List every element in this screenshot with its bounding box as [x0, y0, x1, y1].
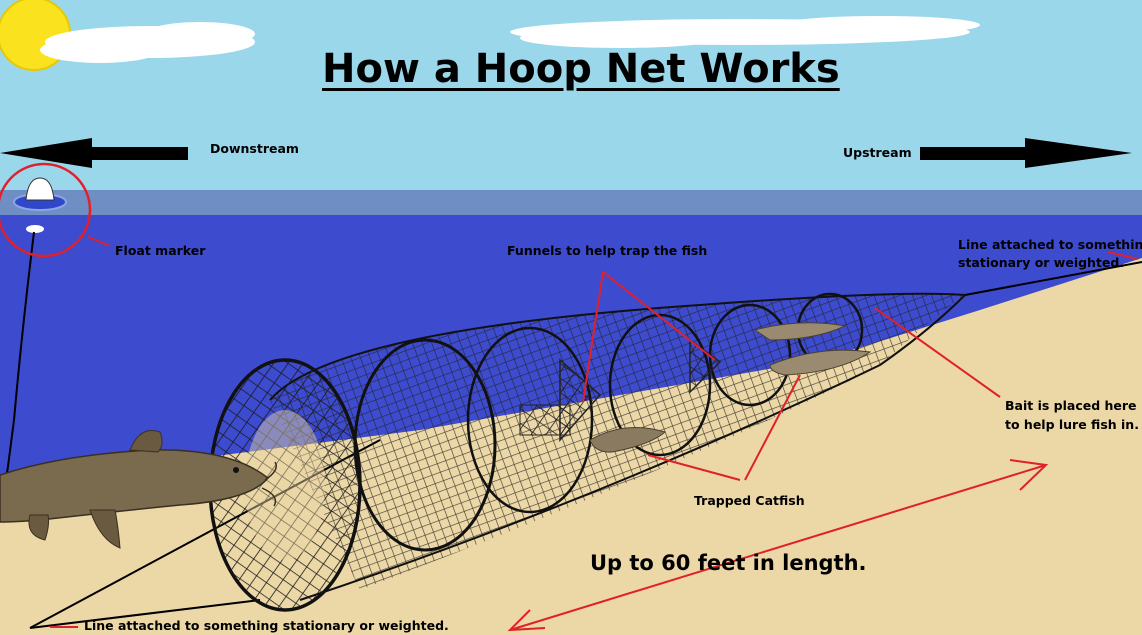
funnels-label: Funnels to help trap the fish	[507, 243, 708, 258]
water-surface	[0, 190, 1142, 215]
length-arrow	[507, 459, 1049, 632]
large-catfish	[0, 430, 277, 549]
float-marker-label: Float marker	[115, 243, 206, 258]
anchor-line-bottom-2	[29, 599, 261, 629]
downstream-label: Downstream	[210, 141, 299, 156]
bait-label-1: Bait is placed here	[1005, 398, 1137, 413]
line-bottom-label: Line attached to something stationary or…	[84, 618, 449, 633]
upstream-arrow	[920, 138, 1132, 168]
length-label: Up to 60 feet in length.	[590, 551, 867, 575]
cloud-left	[40, 22, 255, 63]
anchor-line-top	[964, 261, 1142, 296]
line-top-label-2: stationary or weighted.	[958, 255, 1125, 270]
trapped-catfish-2	[769, 349, 872, 376]
float-callout-circle	[0, 162, 92, 258]
upstream-label: Upstream	[843, 145, 912, 160]
trapped-catfish-3	[753, 322, 847, 341]
callout-lines	[582, 271, 1001, 481]
cloud-right	[510, 16, 980, 48]
page-title: How a Hoop Net Works	[322, 46, 840, 92]
float-buoy	[25, 177, 55, 201]
line-top-label-1: Line attached to something	[958, 237, 1142, 252]
bait-label-2: to help lure fish in.	[1005, 417, 1139, 432]
downstream-arrow	[0, 138, 188, 168]
trapped-catfish-1	[589, 427, 667, 453]
float-under	[26, 225, 44, 233]
trapped-catfish-label: Trapped Catfish	[694, 493, 805, 508]
